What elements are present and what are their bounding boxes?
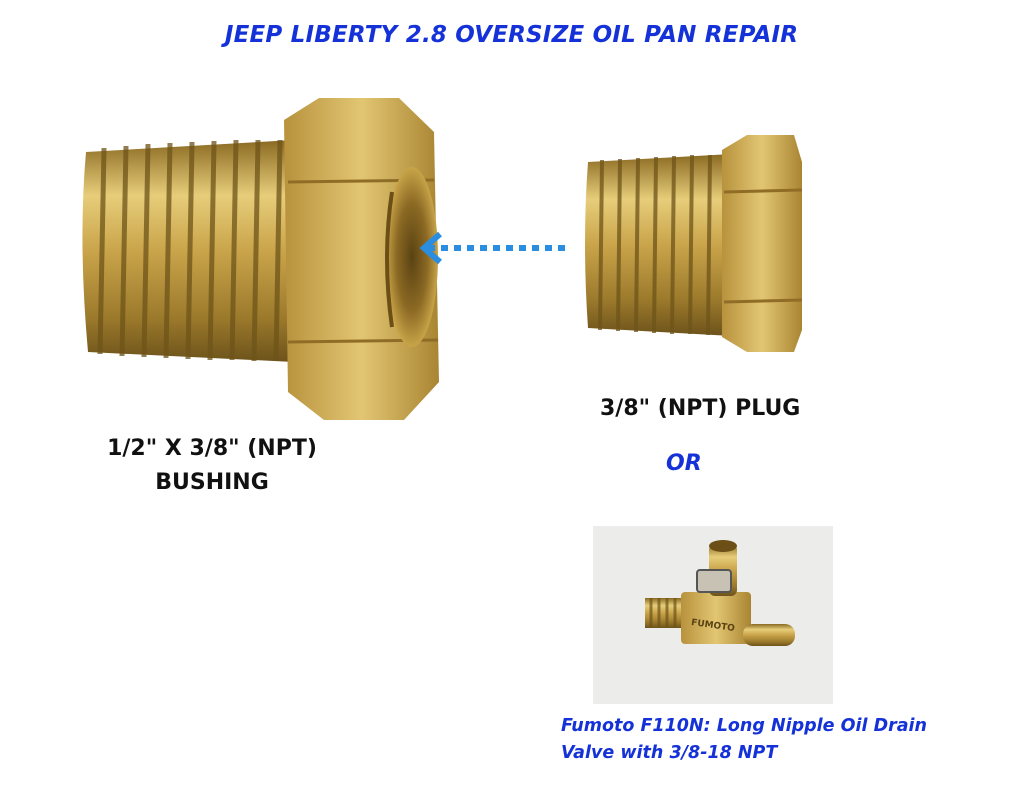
valve-caption: Fumoto F110N: Long Nipple Oil Drain Valv… (561, 713, 981, 767)
bushing-label-line1: 1/2" X 3/8" (NPT) (107, 436, 317, 461)
valve-caption-line1: Fumoto F110N: Long Nipple Oil Drain (561, 716, 927, 736)
plug-photo (585, 135, 803, 352)
bushing-photo (82, 98, 439, 420)
valve-caption-line2: Valve with 3/8-18 NPT (561, 743, 778, 763)
insert-arrow (419, 231, 570, 265)
page-title: JEEP LIBERTY 2.8 OVERSIZE OIL PAN REPAIR (224, 22, 799, 48)
bushing-label-line2: BUSHING (155, 470, 269, 495)
valve-photo: FUMOTO (593, 526, 833, 704)
or-label: OR (666, 451, 702, 476)
plug-label: 3/8" (NPT) PLUG (600, 396, 801, 421)
